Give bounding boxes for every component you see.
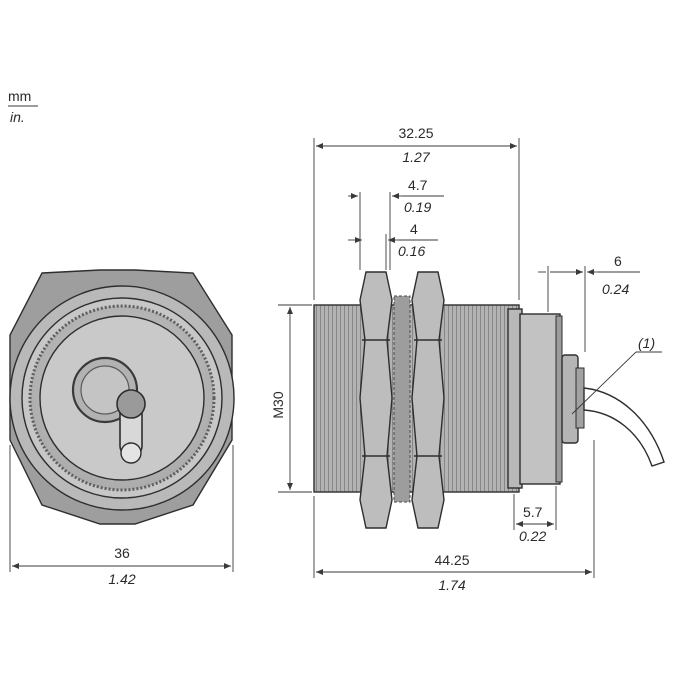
- callout-1: (1): [571, 335, 662, 415]
- cap-length-in: 0.24: [602, 281, 629, 297]
- side-view: [313, 271, 665, 529]
- nut-thickness-mm: 4: [410, 221, 418, 237]
- rear-cap: [519, 313, 561, 485]
- rear-cap-inner: [555, 315, 563, 483]
- cap-offset-in: 0.22: [519, 528, 546, 544]
- nut-pitch-mm: 4.7: [408, 177, 428, 193]
- lever-pivot: [116, 389, 146, 419]
- cap-offset-mm: 5.7: [523, 504, 543, 520]
- front-width-in: 1.42: [108, 571, 135, 587]
- callout-label: (1): [638, 335, 655, 351]
- nut-left: [359, 271, 393, 529]
- total-length-dimension: 44.25 1.74: [313, 440, 595, 593]
- cap-length-dimension: 6 0.24: [538, 253, 640, 352]
- top-length-mm: 32.25: [398, 125, 433, 141]
- front-width-mm: 36: [114, 545, 130, 561]
- lock-washer: [393, 295, 411, 503]
- top-length-in: 1.27: [402, 149, 430, 165]
- top-length-dimension: 32.25 1.27: [313, 125, 520, 300]
- front-view: [9, 269, 235, 525]
- cap-length-mm: 6: [614, 253, 622, 269]
- unit-in-label: in.: [10, 109, 25, 125]
- unit-mm-label: mm: [8, 88, 31, 104]
- callout-leader: [571, 351, 637, 415]
- total-length-mm: 44.25: [434, 552, 469, 568]
- thread-dimension: M30: [270, 304, 312, 493]
- nut-thickness-dimension: 4 0.16: [348, 221, 438, 270]
- lever-tip: [120, 442, 142, 464]
- cap-offset-dimension: 5.7 0.22: [513, 486, 557, 544]
- front-width-dimension: 36 1.42: [9, 445, 234, 587]
- nut-thickness-in: 0.16: [398, 243, 425, 259]
- thread-size-label: M30: [270, 391, 286, 418]
- cable: [583, 387, 665, 467]
- nut-pitch-in: 0.19: [404, 199, 431, 215]
- nut-right: [411, 271, 445, 529]
- cable-gland-step: [575, 367, 585, 429]
- total-length-in: 1.74: [438, 577, 465, 593]
- units-legend: mm in.: [8, 88, 38, 125]
- nut-pitch-dimension: 4.7 0.19: [348, 177, 444, 270]
